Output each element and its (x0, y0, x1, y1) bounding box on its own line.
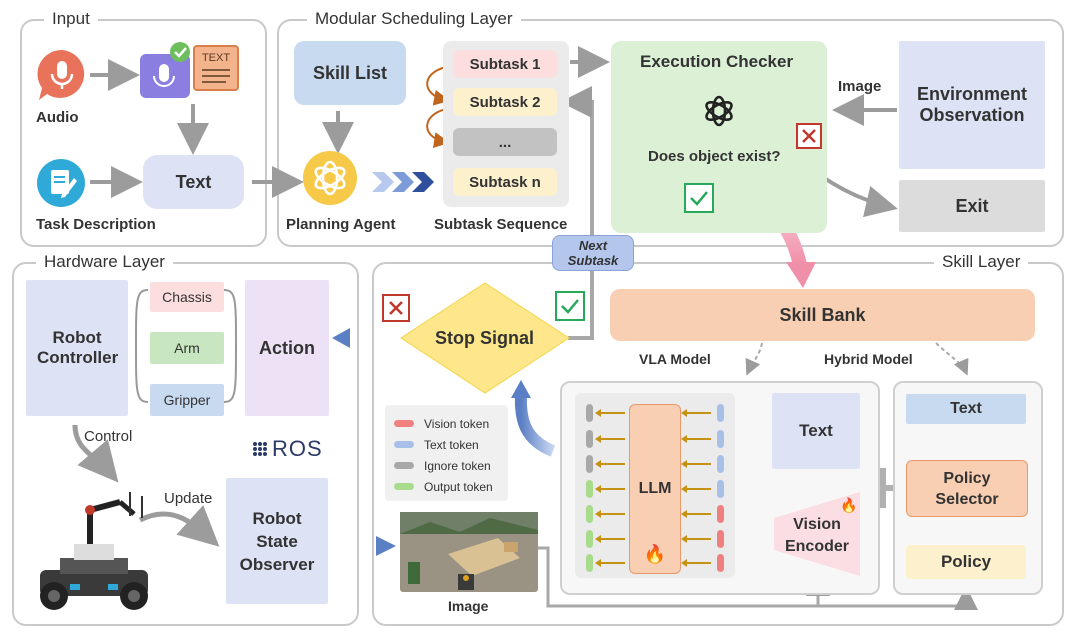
openai-logo-icon (303, 151, 357, 205)
chassis-box: Chassis (150, 282, 224, 312)
skill-panel (372, 262, 1064, 626)
skill-panel-title: Skill Layer (934, 252, 1029, 272)
ros-dots-icon (253, 442, 267, 456)
cross-icon (796, 123, 822, 149)
token-columns (586, 404, 724, 572)
robot-image (40, 492, 148, 610)
legend-swatches (394, 420, 414, 490)
policy-box: Policy (906, 545, 1026, 579)
input-panel-title: Input (44, 9, 98, 29)
image-label-top: Image (838, 78, 882, 95)
curve-controller-to-robot (72, 424, 119, 483)
vla-model-label: VLA Model (639, 351, 711, 367)
task-description-label: Task Description (36, 216, 156, 233)
next-subtask-text: Next Subtask (567, 238, 619, 268)
robot-state-observer-text: Robot State Observer (239, 508, 315, 574)
execution-checker-title: Execution Checker (640, 52, 794, 71)
skill-list-box: Skill List (294, 41, 406, 105)
subtask-1: Subtask 1 (453, 50, 557, 78)
audio-icon (37, 49, 85, 100)
llm-text: LLM (638, 480, 672, 497)
stop-signal-label: Stop Signal (435, 328, 534, 348)
subtask-ellipsis: ... (453, 128, 557, 156)
policy-selector-text: Policy Selector (935, 469, 999, 508)
ros-logo: ROS (252, 436, 323, 462)
svg-text:TEXT: TEXT (202, 52, 230, 64)
curve-robot-to-observer (138, 505, 220, 547)
hybrid-text-box: Text (906, 394, 1026, 424)
hardware-panel (12, 262, 359, 626)
action-box: Action (245, 280, 329, 416)
arrow-image-to-encoder (538, 546, 830, 608)
brace-right (223, 289, 237, 403)
camera-image (400, 512, 538, 592)
stop-cross-icon (382, 294, 410, 322)
input-text-box: Text (143, 155, 244, 209)
llm-box: LLM 🔥 (629, 404, 681, 574)
image-label-bottom: Image (448, 598, 489, 614)
ros-text: ROS (272, 436, 323, 461)
dashed-skill-bank-to-hybrid (935, 342, 969, 376)
chevron-3 (412, 172, 434, 192)
skill-bank-box: Skill Bank (610, 289, 1035, 341)
robot-state-observer-box: Robot State Observer (226, 478, 328, 604)
vision-encoder-shape (774, 492, 860, 576)
environment-observation-text: Environment Observation (916, 84, 1027, 125)
brace-left (135, 289, 149, 403)
subtask-sequence-label: Subtask Sequence (434, 216, 568, 233)
scheduling-panel (277, 19, 1064, 247)
audio-label: Audio (36, 109, 79, 126)
vla-text-box: Text (772, 393, 860, 469)
robot-controller-box: Robot Controller (26, 280, 128, 416)
gripper-box: Gripper (150, 384, 224, 416)
speech-to-text-icon: TEXT (140, 42, 239, 98)
legend-ignore-token: Ignore token (424, 459, 491, 473)
chevron-1 (372, 172, 394, 192)
checker-question: Does object exist? (648, 148, 781, 165)
input-panel (20, 19, 267, 247)
execution-checker-panel (611, 41, 827, 233)
arm-box: Arm (150, 332, 224, 364)
blue-arrow-vla-to-stop (514, 394, 556, 457)
environment-observation-box: Environment Observation (899, 41, 1045, 169)
encoder-fire-icon: 🔥 (840, 497, 858, 513)
legend-output-token: Output token (424, 480, 493, 494)
arrow-next-subtask (560, 86, 594, 340)
fire-icon: 🔥 (643, 544, 667, 564)
arrow-image-to-policy (818, 586, 978, 610)
check-icon (684, 183, 714, 213)
vision-encoder-text: Vision Encoder (784, 516, 849, 555)
scheduling-panel-title: Modular Scheduling Layer (307, 9, 521, 29)
chatgpt-icon (705, 95, 733, 127)
task-description-icon (37, 159, 85, 207)
subtask-2: Subtask 2 (453, 88, 557, 116)
control-label: Control (84, 428, 133, 445)
hardware-panel-title: Hardware Layer (36, 252, 173, 272)
stop-signal-diamond (400, 282, 570, 394)
policy-selector-box: Policy Selector (906, 460, 1028, 517)
legend-text-token: Text token (424, 438, 479, 452)
next-subtask-badge: Next Subtask (552, 235, 634, 271)
exit-box: Exit (899, 180, 1045, 232)
stop-check-icon (555, 291, 585, 321)
subtask-n: Subtask n (453, 168, 557, 196)
planning-agent-label: Planning Agent (286, 216, 396, 233)
robot-controller-text: Robot Controller (37, 328, 119, 367)
vision-encoder-label: Vision Encoder (780, 514, 854, 558)
hybrid-model-label: Hybrid Model (824, 351, 913, 367)
chevron-2 (392, 172, 414, 192)
dashed-skill-bank-to-vla (745, 342, 763, 376)
legend-vision-token: Vision token (424, 417, 490, 431)
update-label: Update (164, 490, 213, 507)
